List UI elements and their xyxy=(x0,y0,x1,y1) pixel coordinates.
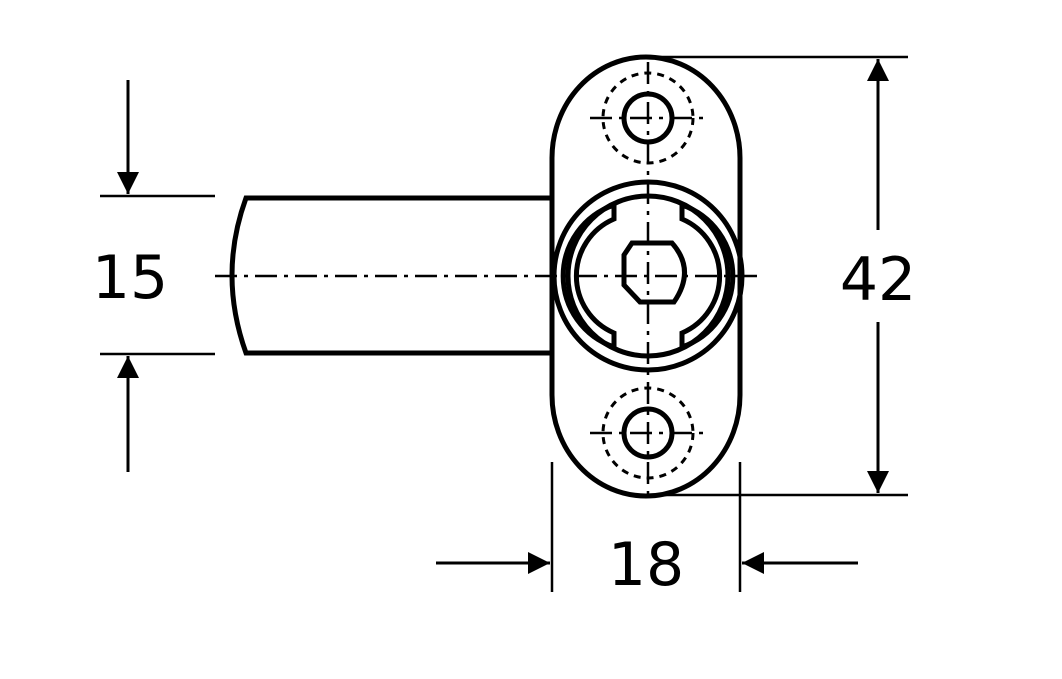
dimension-shaft-diameter xyxy=(100,80,215,472)
flange-height-label: 42 xyxy=(840,245,916,315)
dimension-flange-width xyxy=(436,462,858,592)
dimension-flange-height xyxy=(648,55,908,497)
shaft-diameter-label: 15 xyxy=(92,243,168,313)
flange-plate xyxy=(549,54,743,499)
key-drive xyxy=(621,240,687,305)
flange-width-label: 18 xyxy=(608,530,684,600)
center-lines xyxy=(215,62,760,498)
